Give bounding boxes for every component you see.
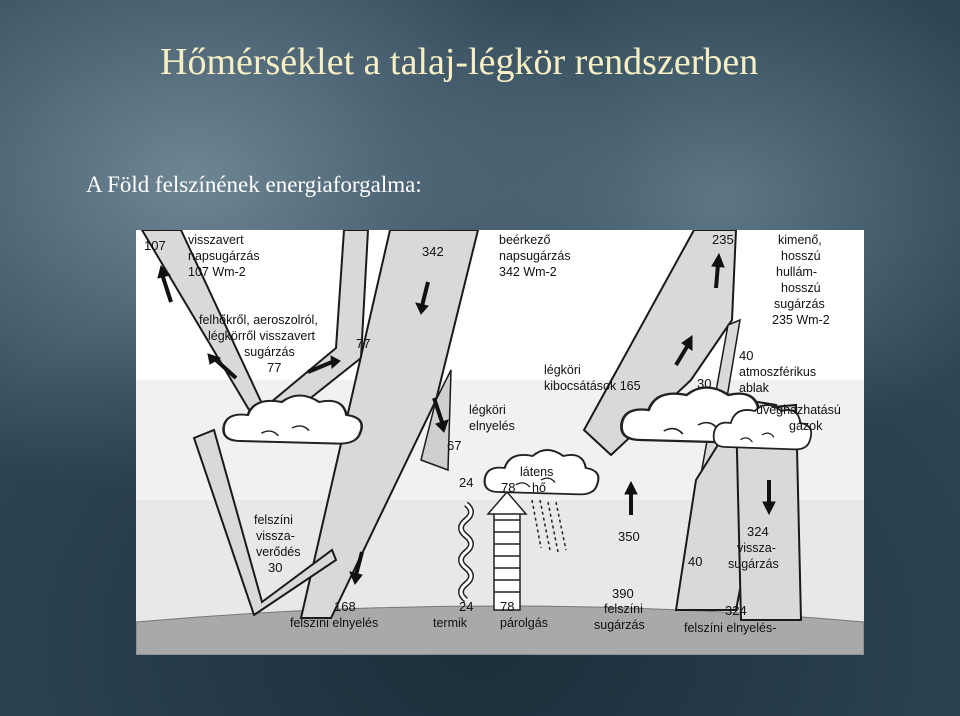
- surface-reflection-line-3: verődés: [256, 545, 300, 559]
- cloud-reflection-line-2: légkörről visszavert: [208, 329, 316, 343]
- back-radiation-label-1: vissza-: [737, 541, 776, 555]
- thermal-value: 24: [459, 599, 473, 614]
- surface-absorption-lw-value: 324: [725, 603, 747, 618]
- surface-reflection-line-2: vissza-: [256, 529, 295, 543]
- outgoing-label-2: hosszú: [781, 249, 821, 263]
- incoming-label-1: beérkező: [499, 233, 550, 247]
- reflected-label-3: 107 Wm-2: [188, 265, 246, 279]
- reflected-label-2: napsugárzás: [188, 249, 260, 263]
- surface-absorption-label: felszíni elnyelés: [290, 616, 378, 630]
- latent-heat-value: 78: [501, 480, 515, 495]
- cloud-reflection-line-3: sugárzás: [244, 345, 295, 359]
- emission-label-1: légköri: [544, 363, 581, 377]
- reflected-total-value: 107: [144, 238, 166, 253]
- surface-reflection-line-4: 30: [268, 560, 282, 575]
- slide-subtitle: A Föld felszínének energiaforgalma:: [86, 172, 422, 197]
- surface-absorption-value: 168: [334, 599, 356, 614]
- back-radiation-label-2: sugárzás: [728, 557, 779, 571]
- absorption-label-2: elnyelés: [469, 419, 515, 433]
- window-label-2: ablak: [739, 381, 770, 395]
- cloud-reflection-line-1: felhőkről, aeroszolról,: [199, 313, 318, 327]
- evaporation-value: 78: [500, 599, 514, 614]
- incoming-value: 342: [422, 244, 444, 259]
- greenhouse-label-2: gázok: [789, 419, 823, 433]
- evaporation-label: párolgás: [500, 616, 548, 630]
- thermal-up-value: 24: [459, 475, 473, 490]
- outgoing-label-5: sugárzás: [774, 297, 825, 311]
- window-label-1: atmoszférikus: [739, 365, 816, 379]
- emission-window-value: 30: [697, 376, 711, 391]
- incoming-sunlight-band: [299, 230, 480, 619]
- slide-title: Hőmérséklet a talaj-légkör rendszerben: [160, 41, 759, 83]
- incoming-label-2: napsugárzás: [499, 249, 571, 263]
- wavy-arrow-icon: [458, 501, 474, 603]
- cloud-reflection-line-4: 77: [267, 360, 281, 375]
- reflected-label-1: visszavert: [188, 233, 244, 247]
- energy-balance-diagram: 107 visszavert napsugárzás 107 Wm-2 felh…: [136, 230, 864, 655]
- outgoing-value: 235: [712, 232, 734, 247]
- latent-heat-label-1: látens: [520, 465, 553, 479]
- surface-absorption-lw-label: felszíni elnyelés-: [684, 621, 776, 635]
- surface-radiation-side-value: 350: [618, 529, 640, 544]
- surface-reflection-band: [192, 428, 338, 617]
- surface-reflection-line-1: felszíni: [254, 513, 293, 527]
- surface-radiation-value: 390: [612, 586, 634, 601]
- outgoing-label-6: 235 Wm-2: [772, 313, 830, 327]
- absorption-label-1: légköri: [469, 403, 506, 417]
- latent-heat-label-2: hő: [532, 481, 546, 495]
- greenhouse-label-1: üvegházhatású: [756, 403, 841, 417]
- outgoing-longwave-band: [582, 230, 738, 457]
- rain-icon: [531, 499, 567, 553]
- evaporation-ladder: [486, 490, 528, 611]
- outgoing-label-4: hosszú: [781, 281, 821, 295]
- incoming-label-3: 342 Wm-2: [499, 265, 557, 279]
- absorption-value: 67: [447, 438, 461, 453]
- cloud-reflection-side-value: 77: [356, 336, 370, 351]
- outgoing-label-3: hullám-: [776, 265, 817, 279]
- emission-label-2: kibocsátások 165: [544, 379, 641, 393]
- surface-radiation-label-1: felszíni: [604, 602, 643, 616]
- outgoing-label-1: kimenő,: [778, 233, 822, 247]
- surface-radiation-label-2: sugárzás: [594, 618, 645, 632]
- thermal-label: termik: [433, 616, 468, 630]
- back-radiation-value: 324: [747, 524, 769, 539]
- window-value: 40: [739, 348, 753, 363]
- atmospheric-absorption-band: [420, 369, 452, 472]
- window-lower-value: 40: [688, 554, 702, 569]
- arrow-icon: [157, 252, 776, 585]
